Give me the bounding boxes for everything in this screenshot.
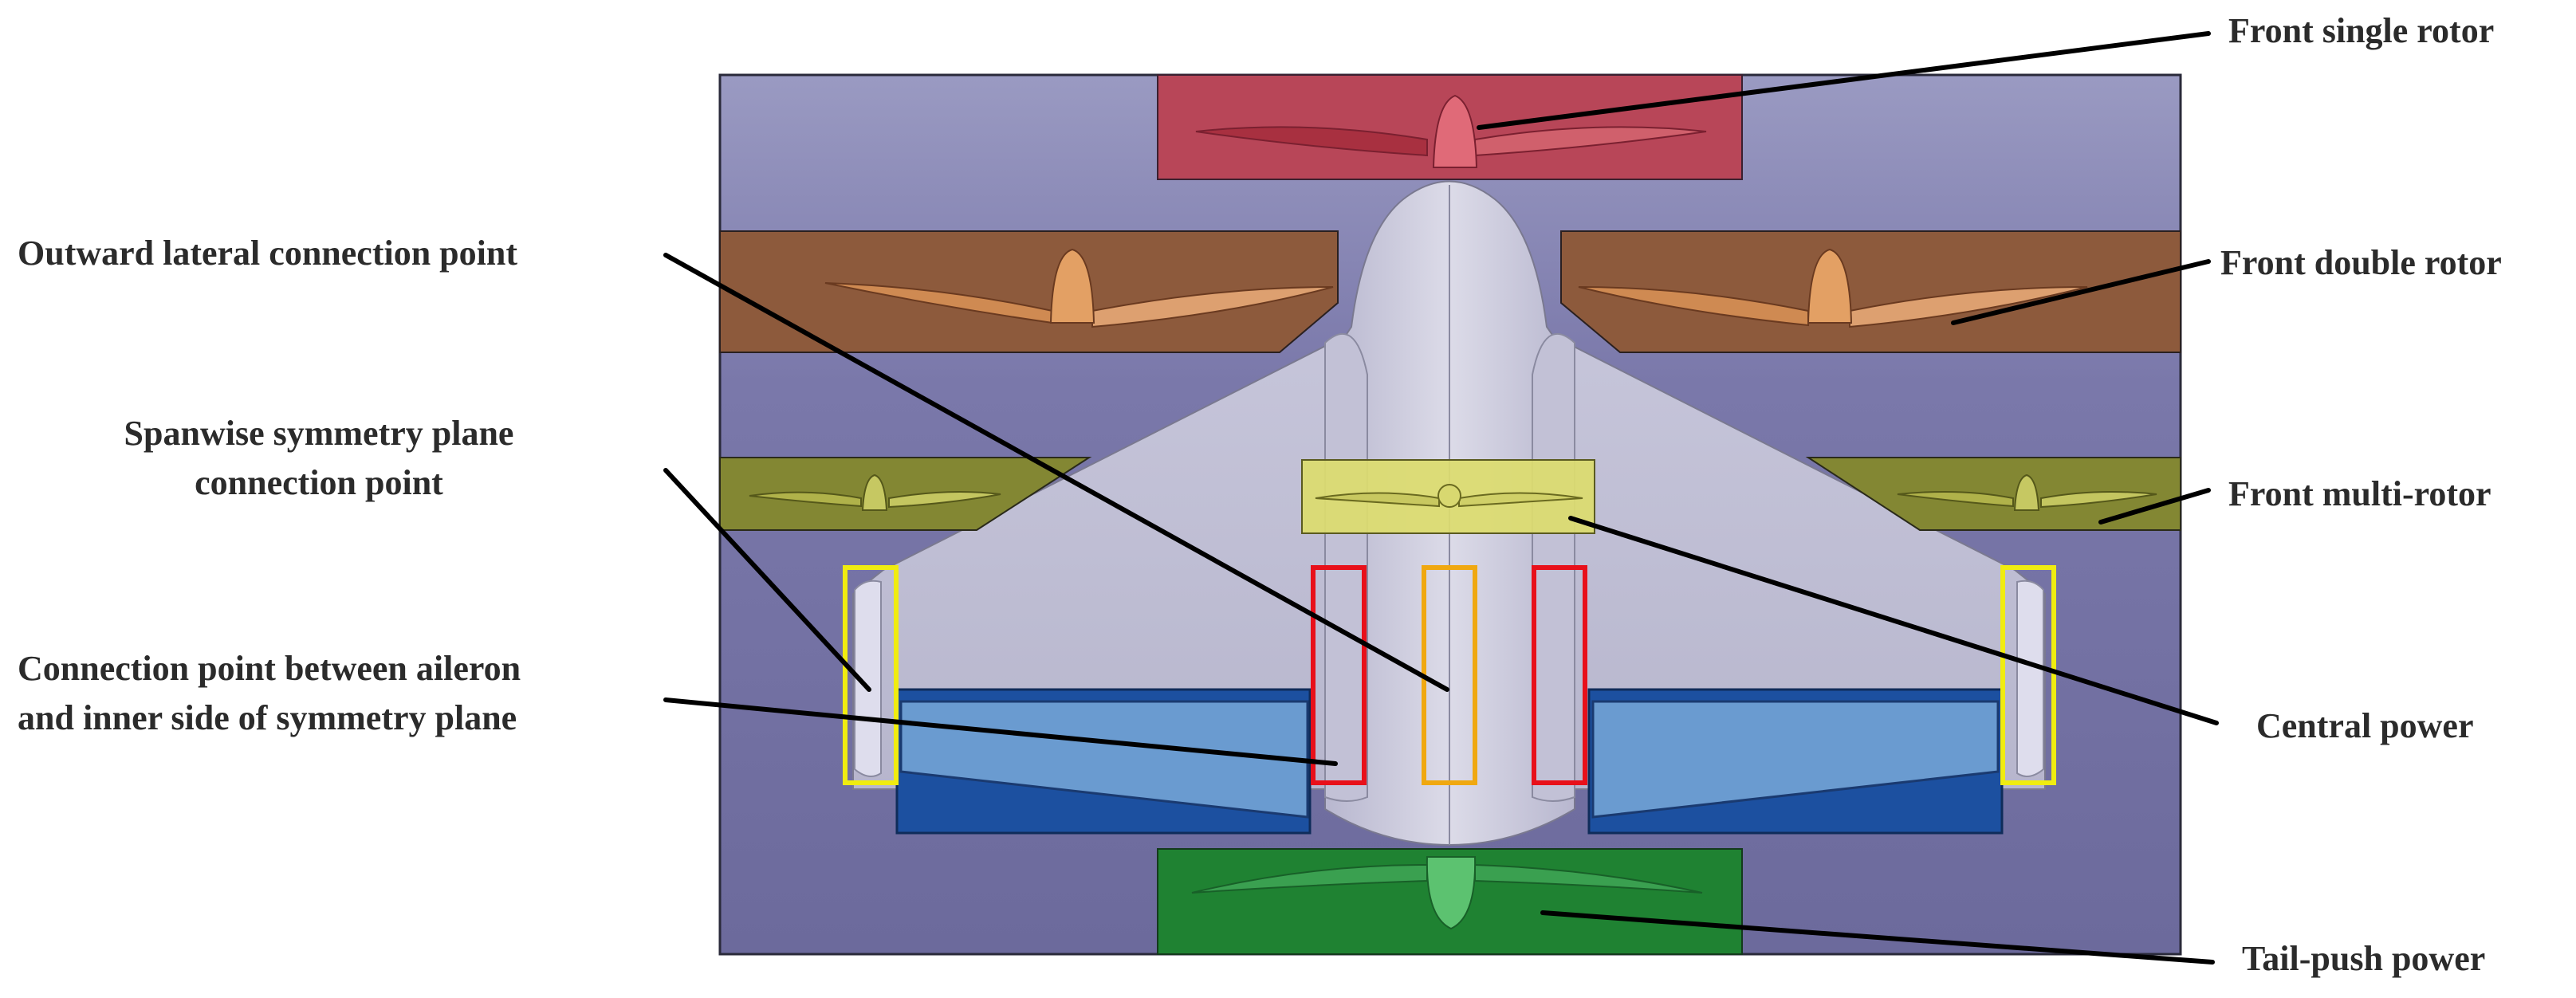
label-outward-lateral: Outward lateral connection point xyxy=(18,234,517,273)
front-multi-rotor-zone-left xyxy=(719,457,1092,531)
label-central-power: Central power xyxy=(2256,706,2474,745)
aileron-connection-marker-right xyxy=(1532,565,1587,785)
label-aileron-line2: and inner side of symmetry plane xyxy=(18,698,517,737)
leader-tail-push-power xyxy=(1540,910,2215,965)
tail-push-power-zone xyxy=(1157,848,1743,955)
spanwise-marker-right xyxy=(2000,565,2056,785)
label-tail-push-power: Tail-push power xyxy=(2242,939,2486,978)
aileron-connection-marker-left xyxy=(1311,565,1367,785)
spanwise-marker-left xyxy=(843,565,899,785)
leader-lines xyxy=(663,31,2219,965)
front-double-rotor-zone-left xyxy=(719,230,1339,353)
label-aileron-connection: Connection point between aileron and inn… xyxy=(18,644,521,743)
label-spanwise-line2: connection point xyxy=(195,463,443,502)
leader-aileron-connection xyxy=(663,697,1338,766)
leader-outward-lateral xyxy=(663,253,1449,692)
aileron-right xyxy=(1587,688,2004,835)
front-multi-rotor-zone-right xyxy=(1805,457,2181,531)
central-power-zone xyxy=(1301,459,1595,534)
leader-front-double-rotor xyxy=(1951,259,2211,325)
label-front-multi-rotor: Front multi-rotor xyxy=(2228,474,2491,513)
aileron-left xyxy=(895,688,1312,835)
label-aileron-line1: Connection point between aileron xyxy=(18,649,521,688)
front-single-rotor-zone xyxy=(1157,74,1743,180)
label-spanwise-line1: Spanwise symmetry plane xyxy=(124,414,514,453)
leader-spanwise xyxy=(663,468,871,692)
leader-front-multi-rotor xyxy=(2098,488,2211,525)
label-front-double-rotor: Front double rotor xyxy=(2220,243,2502,282)
leader-front-single-rotor xyxy=(1477,31,2211,130)
label-spanwise: Spanwise symmetry plane connection point xyxy=(32,409,606,508)
leader-central-power xyxy=(1568,516,2219,725)
label-front-single-rotor: Front single rotor xyxy=(2228,11,2495,50)
front-double-rotor-zone-right xyxy=(1560,230,2181,353)
